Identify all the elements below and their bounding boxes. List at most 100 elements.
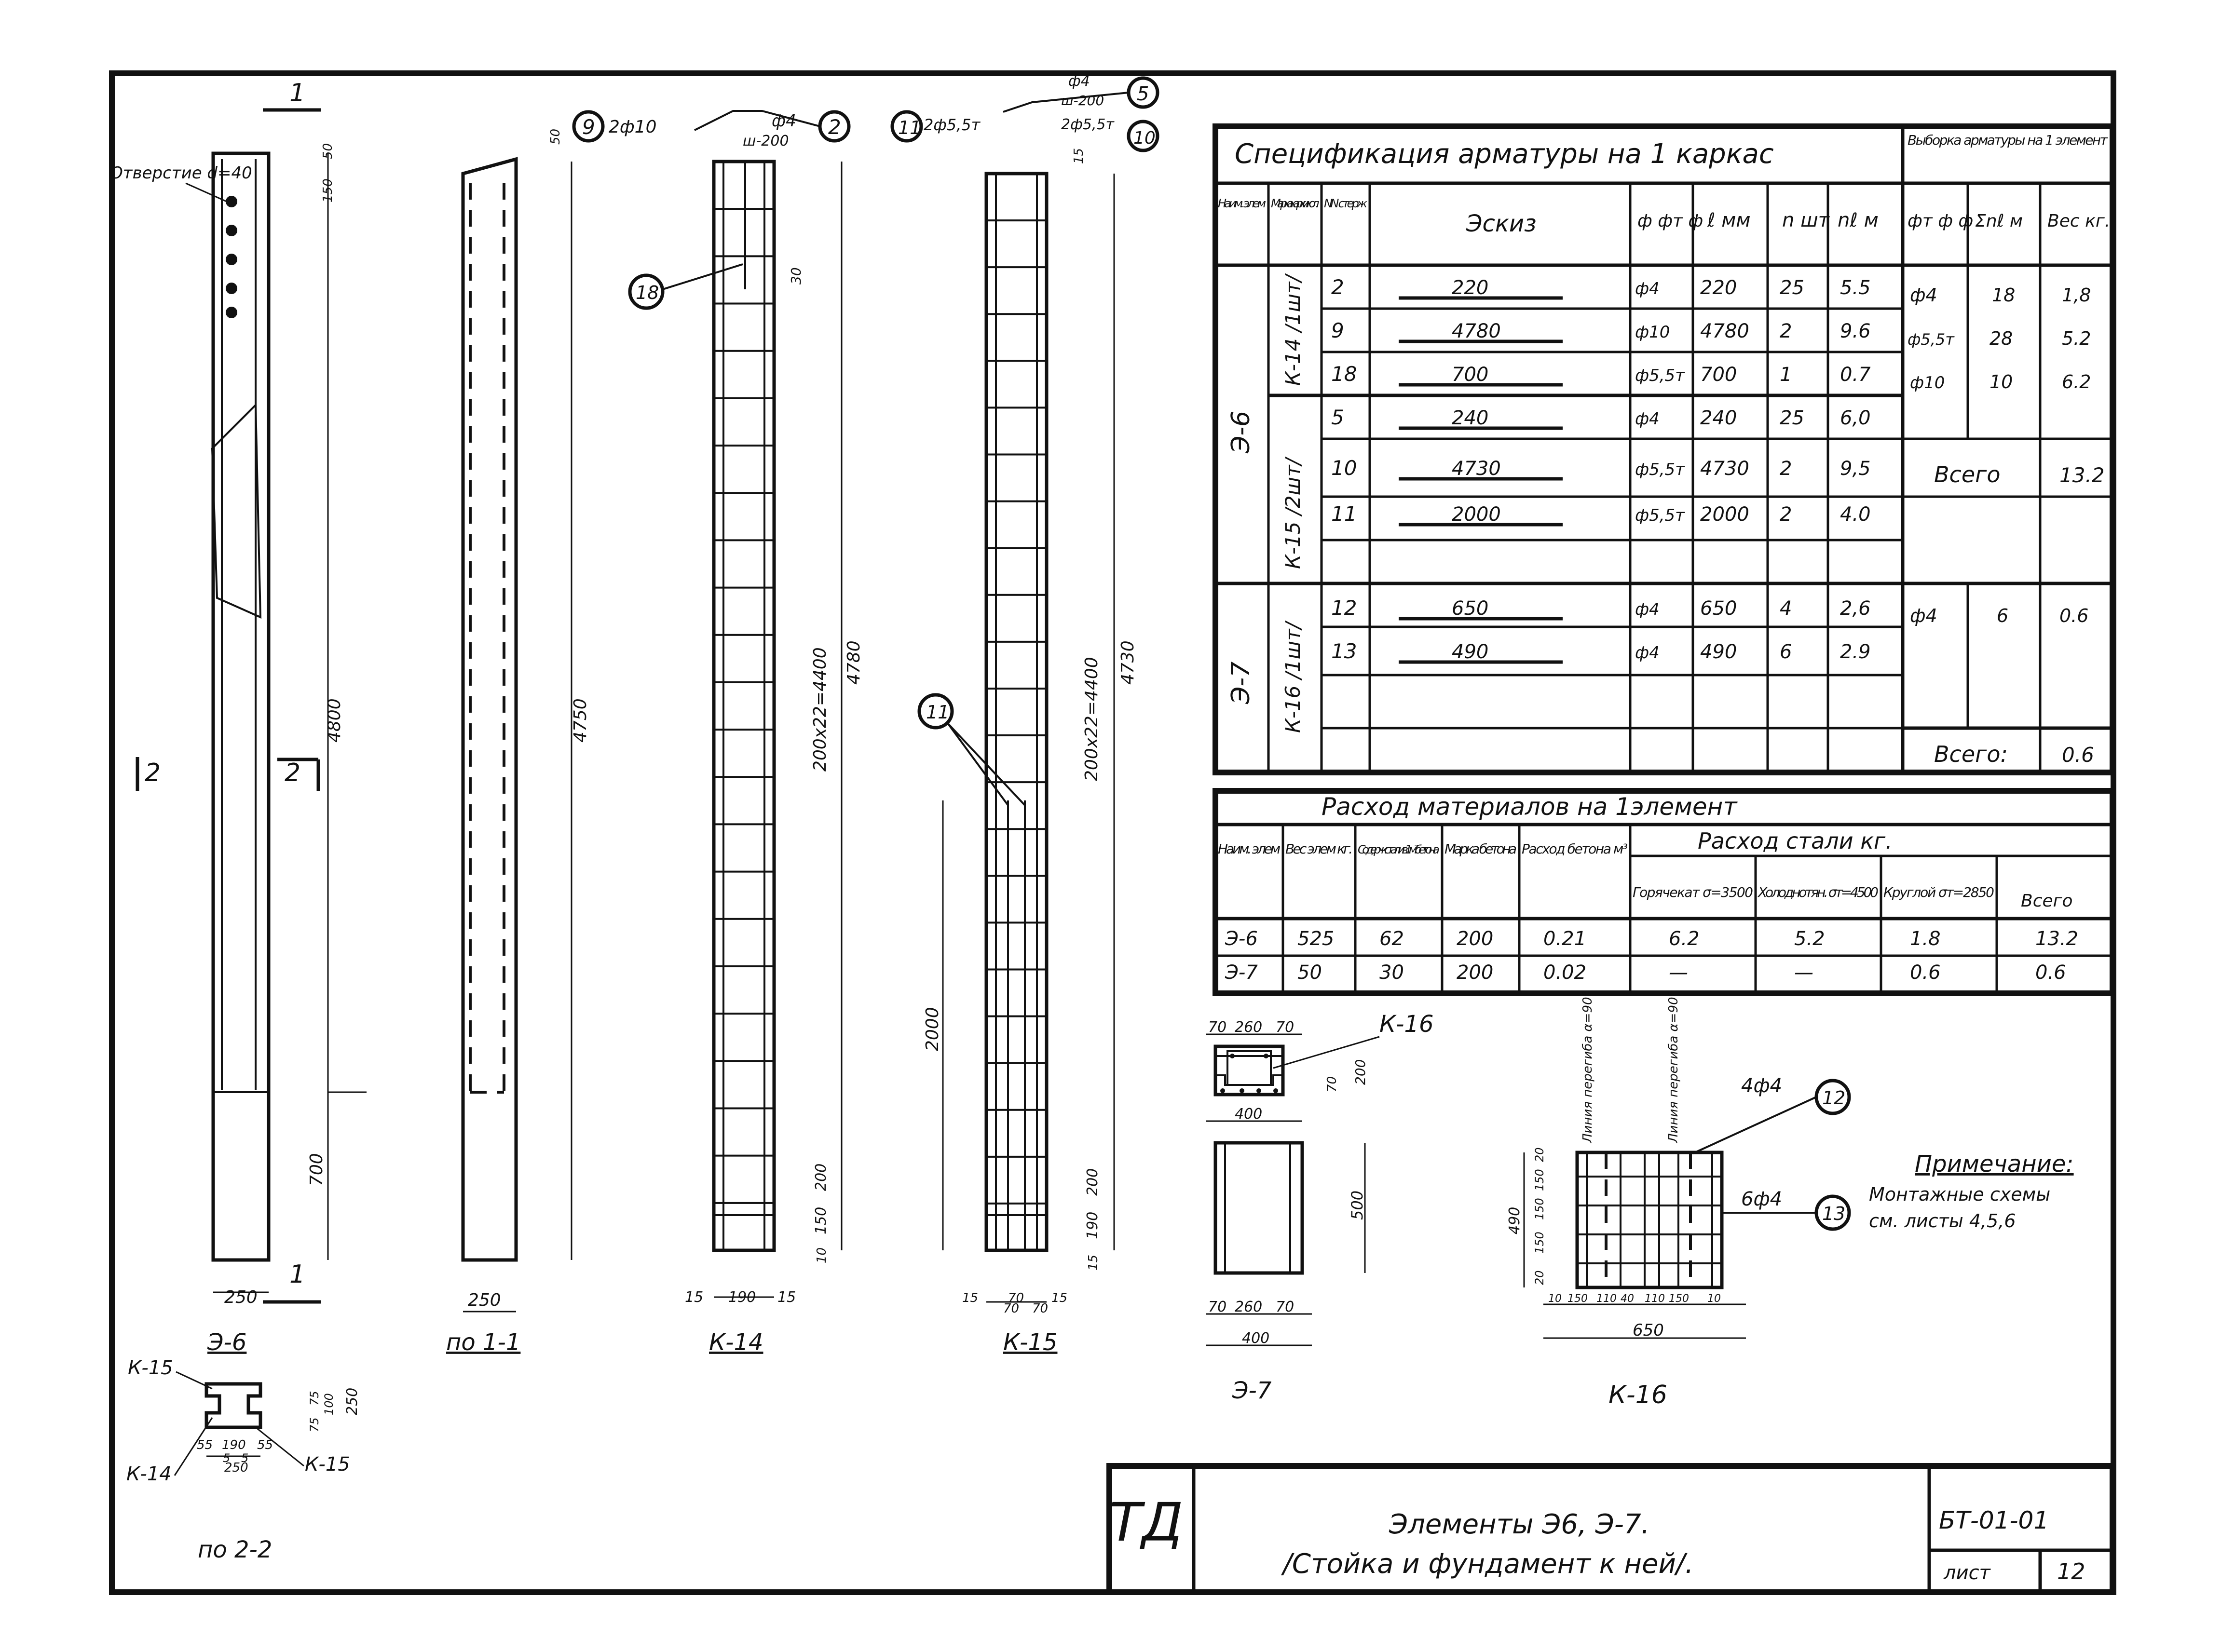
po11-dim-250-label: 250 xyxy=(468,1290,501,1310)
mat-cell: 0.21 xyxy=(1543,928,1586,950)
title-logo: ТД xyxy=(1109,1491,1183,1553)
sel-d-2: ф5,5т xyxy=(1908,330,1955,349)
spec-cell-no: 9 xyxy=(1331,319,1344,342)
spec-cell-d: ф4 xyxy=(1635,409,1660,429)
spec-h-sel-sum: Σnℓ м xyxy=(1975,211,2023,231)
callout-11 xyxy=(890,110,923,143)
spec-h-d: ф фт ф xyxy=(1637,211,1703,231)
callout-18 xyxy=(628,273,665,310)
spec-cell-n: 25 xyxy=(1780,277,1804,299)
spec-cell-l: 700 xyxy=(1700,364,1737,386)
sel-total-e6: 13.2 xyxy=(2059,463,2105,487)
rebar-dot xyxy=(1230,1054,1235,1058)
po22-k14-label: К-14 xyxy=(126,1463,172,1485)
callout-10-num: 10 xyxy=(1133,128,1156,148)
e6-holes xyxy=(226,196,237,318)
k15-dim-15-label: 15 xyxy=(1086,1255,1101,1271)
k16-dim-150-r: 150 xyxy=(1669,1293,1689,1305)
spec-selection-title: Выборка арматуры на 1 элемент xyxy=(1908,132,2108,148)
spec-cell-nl: 5.5 xyxy=(1840,277,1871,299)
spec-cell-no: 11 xyxy=(1331,502,1357,526)
view-k16: Линия перегиба α=90° Линия перегиба α=90… xyxy=(1506,990,1851,1409)
k16-mesh-outline xyxy=(1575,1151,1724,1289)
k15-ties xyxy=(986,173,1047,1216)
dim-50-e6: 50 xyxy=(321,143,335,159)
k16-dim-10-r: 10 xyxy=(1707,1293,1721,1305)
view-label-k15: К-15 xyxy=(1003,1329,1057,1356)
k16-dim-650: 650 xyxy=(1633,1321,1664,1340)
mat-cell: — xyxy=(1669,961,1688,984)
k15-dim-2000-label: 2000 xyxy=(923,1007,942,1051)
k16-dim-10-l: 10 xyxy=(1548,1293,1562,1305)
sel-total-label-e7: Всего: xyxy=(1934,741,2008,767)
callout-9-num: 9 xyxy=(582,115,595,139)
po22-dim-250-right: 250 xyxy=(344,1388,361,1415)
callout-11-text: 2ф5,5т xyxy=(924,116,981,134)
callout-2-leader xyxy=(694,110,820,131)
k16-bend-2: Линия перегиба α=90° xyxy=(1666,990,1681,1143)
callout-5-text: ф4 xyxy=(1068,73,1090,90)
hole-marker xyxy=(226,254,237,265)
spec-row-lines xyxy=(1322,307,1903,730)
mat-cell: 0.6 xyxy=(2035,961,2066,984)
spec-h-mark: Марка карк. и кол. xyxy=(1271,197,1319,210)
po22-k15-label-right: К-15 xyxy=(305,1453,350,1476)
po22-dim-75-bottom: 75 xyxy=(308,1417,321,1432)
e7-dim-260-b: 260 xyxy=(1235,1299,1262,1315)
po22-section-outline xyxy=(204,1382,262,1429)
spec-cell-no: 5 xyxy=(1331,406,1344,429)
spec-cell-l: 490 xyxy=(1700,641,1737,663)
dim-700-label: 700 xyxy=(307,1153,327,1186)
mat-cell: 30 xyxy=(1379,961,1404,984)
callout-11-lower-num: 11 xyxy=(926,702,949,723)
view-label-k16: К-16 xyxy=(1608,1381,1667,1409)
view-k14: 4780 200x22=4400 200 150 10 30 15 190 15… xyxy=(572,110,864,1356)
e7-plan-outline xyxy=(1214,1055,1284,1086)
e7-dim-70-left: 70 xyxy=(1208,1019,1226,1036)
k16-dim-150-b: 150 xyxy=(1533,1198,1546,1220)
title-name-1: Элементы Э6, Э-7. xyxy=(1389,1509,1649,1540)
spec-h-l: ℓ мм xyxy=(1707,209,1751,231)
e7-plan-inner xyxy=(1226,1050,1272,1086)
k14-ties xyxy=(714,161,774,1216)
spec-cell-l: 220 xyxy=(1700,277,1737,299)
e7-plan-box xyxy=(1213,1044,1285,1097)
e7-dim-400: 400 xyxy=(1235,1106,1262,1123)
spec-cell-l: 4730 xyxy=(1700,458,1749,480)
k14-dim-4780-label: 4780 xyxy=(844,640,864,685)
sel-sum-1: 18 xyxy=(1992,284,2015,306)
mat-h-3: Содерж. стали в 1м³ бетона xyxy=(1358,843,1440,856)
spec-cell-nl: 0.7 xyxy=(1840,364,1871,386)
mat-cell: 13.2 xyxy=(2035,928,2078,950)
view-e6: Отверстие d=40 1 1 2 2 4800 700 250 50 1… xyxy=(110,79,367,1356)
mat-h-6: Горячекат σ=3500 xyxy=(1633,884,1753,900)
e7-dim-260: 260 xyxy=(1235,1019,1262,1036)
k16-dim-150-l: 150 xyxy=(1567,1293,1588,1305)
spec-cell-l: 4780 xyxy=(1700,320,1749,342)
po22-dim-5-left: 5 xyxy=(223,1451,230,1465)
callout-12-text: 4ф4 xyxy=(1741,1075,1782,1097)
spec-cell-n: 1 xyxy=(1780,364,1792,386)
spec-cell-no: 2 xyxy=(1331,275,1344,299)
mat-h-1: Наим. элем xyxy=(1218,841,1281,857)
po22-k15-label: К-15 xyxy=(128,1357,173,1379)
mat-h-7: Холоднотян. σт=4500 xyxy=(1757,884,1879,900)
spec-elem-e6: Э-6 xyxy=(1226,411,1255,454)
spec-h-nl: nℓ м xyxy=(1838,209,1879,231)
k15-dim-4400-label: 200x22=4400 xyxy=(1082,657,1102,781)
section-mark-2-left: 2 xyxy=(145,758,161,787)
k14-dim-190: 190 xyxy=(728,1289,756,1306)
spec-h-n: n шт xyxy=(1782,209,1830,231)
mat-cell: 1.8 xyxy=(1910,928,1941,950)
mat-cell: 5.2 xyxy=(1794,928,1825,950)
spec-cell-d: ф5,5т xyxy=(1635,460,1685,479)
spec-cell-d: ф5,5т xyxy=(1635,366,1685,385)
spec-cell-sketch: 650 xyxy=(1452,597,1488,620)
po22-k15-leader xyxy=(176,1371,213,1390)
spec-cell-l: 2000 xyxy=(1700,503,1749,526)
callout-11-leader-b xyxy=(947,722,1026,806)
callout-18-leader xyxy=(662,263,743,290)
hole-marker xyxy=(226,225,237,236)
e7-dim-70-br: 70 xyxy=(1276,1299,1294,1315)
